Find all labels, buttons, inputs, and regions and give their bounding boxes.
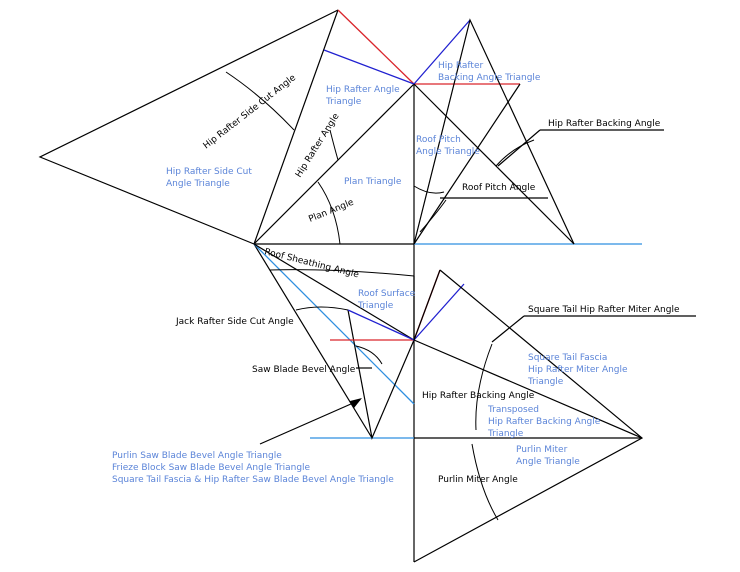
lower-peak-diag bbox=[413, 269, 441, 341]
arc-backing-upper bbox=[495, 139, 535, 167]
arc-purlin-miter bbox=[471, 443, 499, 521]
arc-pitch-base bbox=[419, 199, 447, 233]
saw-blade-triangle bbox=[347, 309, 415, 441]
jack-rafter-line bbox=[253, 243, 373, 439]
hip-rafter-side-cut-triangle-outline bbox=[38, 9, 339, 245]
arc-jack-rafter bbox=[295, 306, 349, 311]
label-transposed-backing-triangle: Transposed Hip Rafter Backing Angle Tria… bbox=[487, 405, 603, 439]
label-hip-rafter-backing-triangle: Hip Rafter Backing Angle Triangle bbox=[438, 61, 541, 83]
arc-backing-lower bbox=[475, 343, 493, 431]
legend-arrowhead bbox=[350, 398, 362, 408]
label-roof-pitch-angle: Roof Pitch Angle bbox=[462, 183, 536, 193]
arc-side-cut bbox=[225, 71, 295, 131]
hip-rafter-line bbox=[253, 9, 339, 245]
arc-roof-pitch bbox=[413, 185, 445, 194]
arc-sheathing bbox=[269, 269, 415, 277]
blue-backing-line bbox=[323, 49, 415, 85]
arc-plan bbox=[317, 181, 341, 245]
label-square-tail-hip-rafter-miter-angle: Square Tail Hip Rafter Miter Angle bbox=[528, 305, 680, 315]
label-hip-rafter-backing-angle-bottom: Hip Rafter Backing Angle bbox=[422, 391, 535, 401]
blue-lower-peak-line bbox=[413, 283, 465, 341]
lower-center-diag bbox=[413, 339, 643, 439]
leader-backing-angle-diag bbox=[497, 129, 541, 167]
label-hip-rafter-angle: Hip Rafter Angle bbox=[294, 111, 342, 179]
label-hip-rafter-side-cut-angle: Hip Rafter Side Cut Angle bbox=[202, 73, 299, 152]
red-ridge-line bbox=[337, 9, 415, 85]
pitch-diagonal bbox=[413, 83, 575, 245]
label-purlin-miter-triangle: Purlin Miter Angle Triangle bbox=[516, 445, 580, 467]
legend-arrow-line bbox=[259, 399, 361, 445]
plan-hypotenuse-line bbox=[253, 83, 415, 245]
arc-hip-rafter bbox=[329, 129, 339, 161]
label-square-tail-fascia-triangle: Square Tail Fascia Hip Rafter Miter Angl… bbox=[527, 353, 630, 387]
blue-saw-line bbox=[347, 309, 415, 341]
sheathing-line bbox=[253, 243, 415, 341]
leader-square-tail-diag bbox=[491, 315, 525, 343]
label-hip-rafter-angle-triangle: Hip Rafter Angle Triangle bbox=[325, 85, 403, 107]
label-jack-rafter-side-cut-angle: Jack Rafter Side Cut Angle bbox=[175, 317, 294, 327]
label-roof-sheathing-angle: Roof Sheathing Angle bbox=[263, 247, 360, 280]
arc-saw-blade bbox=[355, 345, 383, 365]
roof-pitch-triangle-outline bbox=[413, 18, 575, 245]
label-hip-rafter-backing-angle-top: Hip Rafter Backing Angle bbox=[548, 119, 661, 129]
label-saw-blade-bevel-angle: Saw Blade Bevel Angle bbox=[252, 365, 356, 375]
legend-text: Purlin Saw Blade Bevel Angle Triangle Fr… bbox=[112, 451, 394, 485]
label-plan-triangle: Plan Triangle bbox=[344, 177, 402, 187]
label-plan-angle: Plan Angle bbox=[307, 197, 355, 224]
label-purlin-miter-angle: Purlin Miter Angle bbox=[438, 475, 518, 485]
sheathing-light-blue-line bbox=[253, 243, 415, 405]
backing-diagonal bbox=[413, 83, 521, 245]
blue-peak-line bbox=[413, 19, 471, 85]
label-roof-pitch-triangle: Roof Pitch Angle Triangle bbox=[416, 135, 480, 157]
label-hip-rafter-side-cut-triangle: Hip Rafter Side Cut Angle Triangle bbox=[166, 167, 255, 189]
label-roof-surface-triangle: Roof Surface Triangle bbox=[357, 289, 418, 311]
